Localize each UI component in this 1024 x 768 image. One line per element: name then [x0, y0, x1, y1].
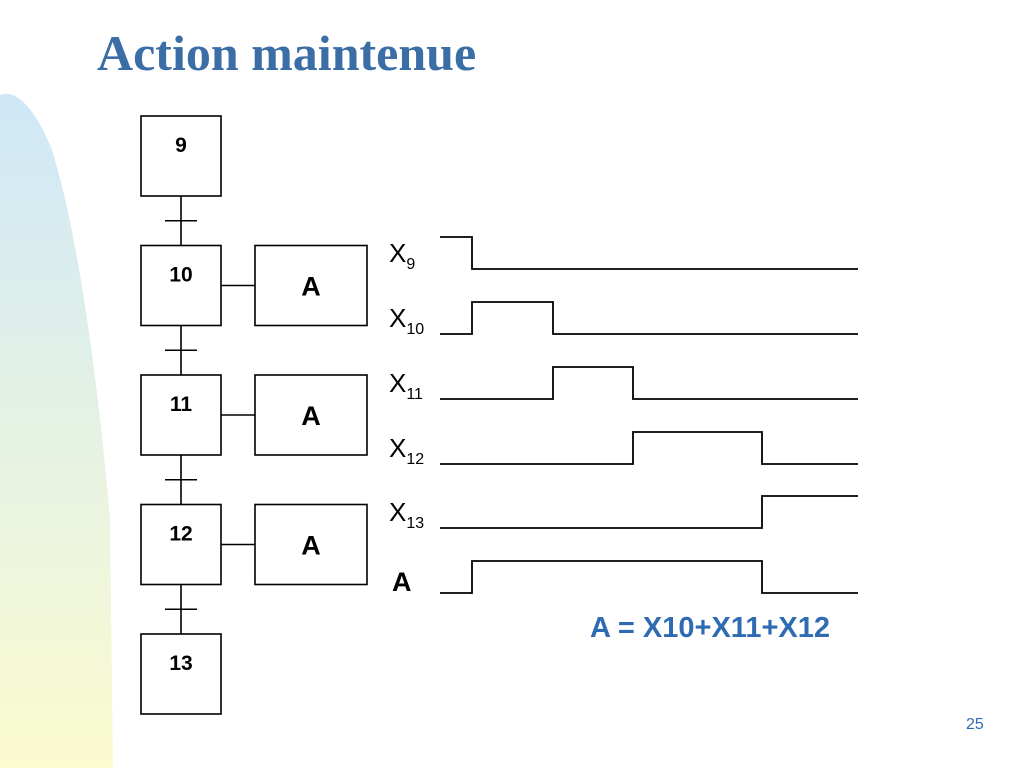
action-box-10	[254, 244, 368, 327]
signal-subscript: 9	[406, 256, 415, 273]
step-box-12	[140, 503, 222, 586]
signal-label-A: A	[392, 567, 412, 597]
action-formula: A = X10+X11+X12	[590, 612, 830, 644]
signal-subscript: 10	[406, 321, 424, 338]
step-box-13	[140, 633, 222, 715]
waveform-X11	[440, 366, 858, 400]
action-label-10: A	[301, 272, 321, 302]
signal-label-X12: X12	[389, 433, 424, 468]
step-label-10: 10	[169, 264, 192, 287]
decorative-gradient-band	[0, 93, 113, 768]
step-label-12: 12	[169, 523, 192, 546]
signal-label-X9: X9	[389, 238, 415, 273]
slide-title: Action maintenue	[97, 25, 477, 81]
step-box-11	[140, 374, 222, 456]
waveform-X12	[440, 431, 858, 465]
step-label-9: 9	[175, 134, 187, 157]
waveform-A	[440, 560, 858, 594]
page-number: 25	[966, 716, 984, 733]
waveform-X13	[440, 495, 858, 529]
signal-label-X11: X11	[389, 368, 423, 403]
waveform-X9	[440, 236, 858, 270]
signal-label-X13: X13	[389, 497, 424, 532]
step-label-11: 11	[170, 393, 193, 416]
signal-subscript: 12	[406, 451, 424, 468]
signal-label-X10: X10	[389, 303, 424, 338]
action-box-12	[254, 503, 368, 586]
action-box-11	[254, 374, 368, 456]
step-box-9	[140, 115, 222, 197]
action-label-12: A	[301, 531, 321, 561]
signal-subscript: 11	[406, 386, 423, 403]
step-label-13: 13	[169, 652, 192, 675]
action-label-11: A	[301, 401, 321, 431]
waveform-X10	[440, 301, 858, 335]
step-box-10	[140, 244, 222, 327]
signal-subscript: 13	[406, 515, 424, 532]
